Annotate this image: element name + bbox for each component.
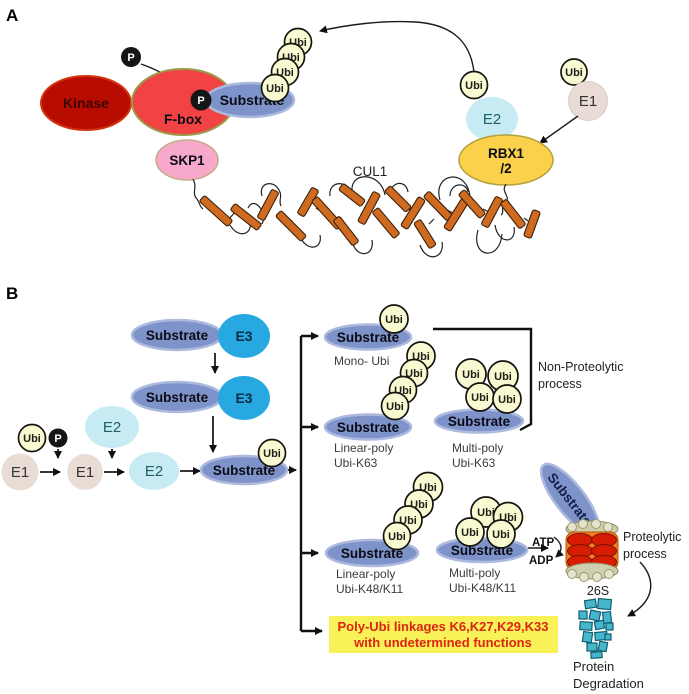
- ubi-label: Ubi: [494, 371, 512, 383]
- ubi-label: Ubi: [477, 507, 495, 519]
- cul1-label: CUL1: [353, 164, 388, 179]
- poly-ubi-box-label-1: Poly-Ubi linkages K6,K27,K29,K33: [338, 619, 549, 634]
- degradation-label-1: Protein: [573, 659, 614, 674]
- non-proteolytic-label-2: process: [538, 377, 582, 391]
- substrate-label: Substrate: [341, 546, 404, 561]
- linear-k48-label-2: Ubi-K48/K11: [336, 582, 403, 596]
- poly-ubi-box: [329, 616, 558, 653]
- ubi-label: Ubi: [23, 433, 41, 445]
- proteolytic-label-2: process: [623, 547, 667, 561]
- e1-second-circle: [67, 454, 103, 490]
- kinase-ellipse: [40, 75, 132, 131]
- cul1-ribbon-helices: [199, 183, 541, 249]
- e3-row2-ellipse: [218, 376, 270, 420]
- linear-k48-ubi-chain: Ubi Ubi Ubi Ubi: [382, 471, 444, 551]
- panel-b-label: B: [6, 284, 18, 303]
- phospho-free-label: P: [127, 52, 134, 64]
- phospho-substrate-label: P: [197, 95, 204, 107]
- ubi-label: Ubi: [266, 83, 284, 95]
- ubi-label: Ubi: [465, 80, 483, 92]
- multi-k48-label-2: Ubi-K48/K11: [449, 581, 516, 595]
- skp1-ellipse: [155, 139, 219, 181]
- e1-a-circle: [568, 81, 608, 121]
- multi-k48-ubi-cluster: Ubi Ubi Ubi Ubi: [455, 496, 524, 549]
- proteolytic-to-degradation-arrow: [627, 561, 652, 617]
- e1-label: E1: [76, 464, 94, 481]
- ubi-on-substrate-circle: [257, 438, 287, 468]
- ubi-on-e1-circle: [560, 58, 588, 86]
- multi-k63-label-1: Multi-poly: [452, 441, 503, 455]
- substrate-label: Substrate: [337, 420, 400, 435]
- substrate-label: Substrate: [448, 414, 511, 429]
- degradation-fragments: [578, 597, 614, 659]
- multi-k48-label-1: Multi-poly: [449, 566, 500, 580]
- substrate-label: Substrate: [146, 328, 209, 343]
- multi-k63-label-2: Ubi-K63: [452, 456, 496, 470]
- e2-label: E2: [145, 463, 163, 480]
- ubi-chain-a: Ubi Ubi Ubi Ubi: [260, 27, 313, 103]
- proteasome-substrate: Substrate: [539, 462, 601, 536]
- phospho-substrate-circle: [190, 89, 212, 111]
- linear-k63-label-2: Ubi-K63: [334, 456, 378, 470]
- linear-k63-substrate-ellipse: [323, 413, 413, 441]
- atp-adp-arc: [553, 536, 564, 558]
- mono-ubi-circle: [379, 304, 409, 334]
- e2-label: E2: [103, 419, 121, 436]
- ubi-label: Ubi: [386, 401, 404, 413]
- ubi-label: Ubi: [565, 67, 583, 79]
- fbox-label: F-box: [164, 111, 202, 127]
- ubi-free-circle: [17, 423, 47, 453]
- ubi-label: Ubi: [263, 448, 281, 460]
- linear-k63-ubi-chain: Ubi Ubi Ubi Ubi: [380, 341, 436, 421]
- poly-ubi-box-label-2: with undetermined functions: [353, 635, 532, 650]
- ubi-label: Ubi: [388, 531, 406, 543]
- non-proteolytic-label-1: Non-Proteolytic: [538, 360, 623, 374]
- e1-a-label: E1: [579, 93, 597, 110]
- substrate-label: Substrate: [337, 330, 400, 345]
- mono-ubi-label: Mono- Ubi: [334, 354, 389, 368]
- multi-k63-ubi-cluster: Ubi Ubi Ubi Ubi: [455, 358, 522, 414]
- ubi-label: Ubi: [462, 369, 480, 381]
- proteasome-label: 26S: [587, 584, 609, 598]
- e2-a-ellipse: [466, 97, 518, 141]
- e1-to-rbx-arrow: [539, 115, 579, 144]
- ubi-label: Ubi: [385, 314, 403, 326]
- proteasome-26s: [565, 519, 619, 582]
- e2-lower-ellipse: [129, 452, 179, 490]
- panel-a: A Kinase F-box Substrate P P SKP1 Ubi Ub…: [6, 6, 608, 258]
- e2-upper-ellipse: [85, 406, 139, 448]
- e2-a-label: E2: [483, 111, 501, 128]
- kinase-label: Kinase: [63, 95, 109, 111]
- e1-label: E1: [11, 464, 29, 481]
- non-proteolytic-bracket: [433, 327, 533, 432]
- ubi-label: Ubi: [492, 529, 510, 541]
- e3-row1-ellipse: [218, 314, 270, 358]
- skp1-label: SKP1: [169, 153, 205, 168]
- rbx-label-2: /2: [500, 161, 511, 176]
- ubi-label: Ubi: [498, 394, 516, 406]
- atp-label: ATP: [532, 537, 554, 549]
- panel-b: B Substrate E3 Substrate E3 Ubi P E2 E1 …: [1, 284, 681, 691]
- substrate-label: Substrate: [146, 390, 209, 405]
- degradation-label-2: Degradation: [573, 676, 644, 691]
- e3-label: E3: [235, 328, 252, 344]
- ubi-transfer-arrow: [319, 20, 475, 73]
- ubi-label: Ubi: [405, 368, 423, 380]
- proteolytic-label-1: Proteolytic: [623, 530, 681, 544]
- e3-label: E3: [235, 390, 252, 406]
- panel-a-label: A: [6, 6, 18, 25]
- phospho-b-circle: [48, 428, 68, 448]
- linear-k63-label-1: Linear-poly: [334, 441, 393, 455]
- e1-first-circle: [1, 453, 39, 491]
- linear-k48-label-1: Linear-poly: [336, 567, 395, 581]
- ubi-label: Ubi: [471, 392, 489, 404]
- phospho-free-circle: [121, 47, 141, 67]
- phospho-b-label: P: [54, 433, 61, 445]
- rbx-label-1: RBX1: [488, 146, 525, 161]
- adp-label: ADP: [529, 555, 554, 567]
- ubi-label: Ubi: [461, 527, 479, 539]
- ubi-on-e2-circle: [459, 70, 489, 100]
- substrate-label: Substrate: [213, 463, 276, 478]
